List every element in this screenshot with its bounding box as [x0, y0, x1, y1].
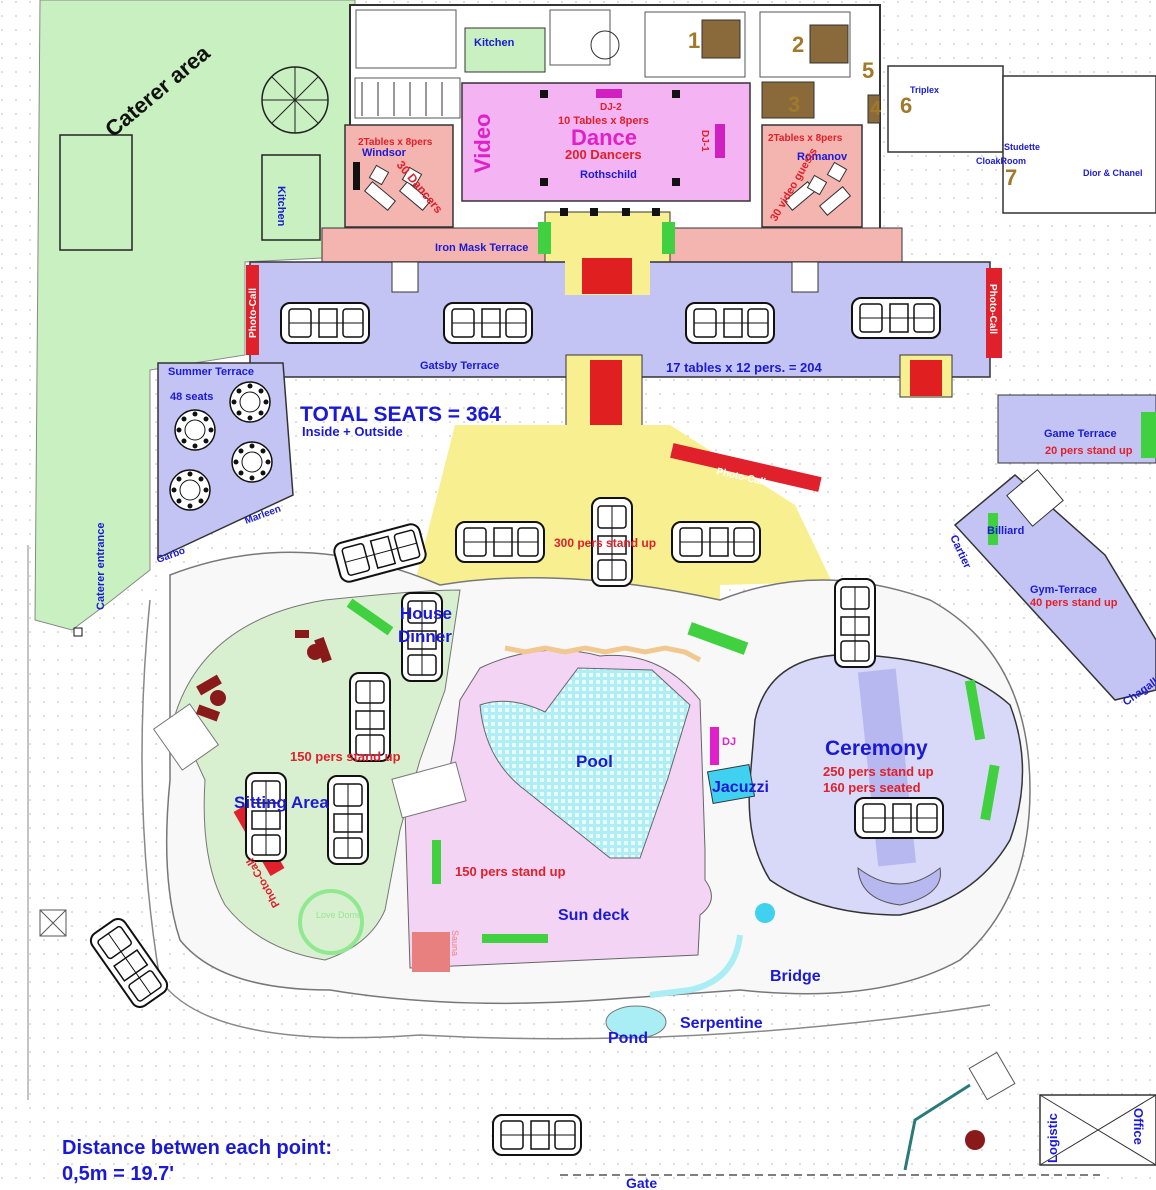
photo-call-left[interactable]: Photo-Call [248, 288, 259, 338]
gym-stand-label: 40 pers stand up [1030, 597, 1118, 609]
dinner-label: Dinner [398, 627, 452, 646]
room-number-4: 4 [870, 98, 882, 120]
summer-terrace-label: Summer Terrace [168, 366, 254, 378]
summer-terrace-title: Summer Terrace [168, 366, 254, 378]
sauna-label: Sauna [450, 930, 460, 956]
romanov-label: Romanov [797, 151, 848, 163]
dance-count-label: 200 Dancers [565, 147, 642, 162]
video-label: Video [470, 113, 495, 173]
gatsby-tables-label: 17 tables x 12 pers. = 204 [666, 360, 823, 375]
jacuzzi-label: Jacuzzi [712, 779, 769, 796]
game-stand-label: 20 pers stand up [1045, 445, 1133, 457]
cloakroom-label: CloakRoom [976, 156, 1026, 166]
romanov-room [761, 124, 863, 228]
windsor-tables-label: 2Tables x 8pers [358, 137, 433, 148]
love-dome [298, 889, 364, 955]
pool-label: Pool [576, 752, 613, 771]
stand-150-sundeck-label: 150 pers stand up [455, 864, 566, 879]
kitchen-top-label: Kitchen [474, 37, 515, 49]
dj2-label: DJ-2 [600, 102, 622, 113]
room-number-1: 1 [688, 28, 700, 53]
photo-call-right[interactable]: Photo-Call [987, 284, 998, 334]
gate-label[interactable]: Gate [626, 1175, 657, 1190]
total-seats-label: TOTAL SEATS = 364 [300, 403, 501, 426]
game-terrace-label: Game Terrace [1044, 428, 1117, 440]
jacuzzi [706, 764, 756, 804]
ceremony-stand-label: 250 pers stand up [823, 764, 934, 779]
stand-300-label: 300 pers stand up [554, 536, 656, 550]
windsor-label: Windsor [362, 147, 407, 159]
inside-outside-label: Inside + Outside [302, 424, 403, 439]
stand-150-left-label: 150 pers stand up [290, 749, 401, 764]
summer-seats-label: 48 seats [170, 391, 213, 403]
room-number-2: 2 [792, 32, 804, 57]
bridge-label: Bridge [770, 968, 821, 985]
triplex-label: Triplex [910, 85, 939, 95]
room-number-7: 7 [1005, 165, 1017, 190]
gatsby-label: Gatsby Terrace [420, 360, 499, 372]
dance-tables-label: 10 Tables x 8pers [558, 115, 649, 127]
house-label: House [400, 604, 452, 623]
gazebo [261, 66, 329, 134]
dior-chanel-label: Dior & Chanel [1083, 168, 1143, 178]
sun-deck-label: Sun deck [558, 907, 629, 924]
pond-label: Pond [608, 1030, 648, 1047]
gym-terrace [953, 474, 1156, 701]
game-terrace [997, 394, 1156, 464]
romanov-tables-label: 2Tables x 8pers [768, 133, 843, 144]
studette-label: Studette [1004, 142, 1040, 152]
iron-mask-label: Iron Mask Terrace [435, 242, 528, 254]
caterer-entrance-label: Caterer entrance [95, 523, 107, 610]
sitting-area-label: Sitting Area [234, 793, 329, 812]
room-number-3: 3 [788, 92, 800, 117]
pond [605, 1005, 667, 1039]
pool [479, 667, 691, 859]
dj-label: DJ [722, 736, 736, 748]
love-dome-label: Love Dome [316, 910, 362, 920]
kitchen-left-room [261, 154, 321, 241]
logistic-label: Logistic [1045, 1113, 1060, 1163]
room-number-6: 6 [900, 93, 912, 118]
windsor-room [344, 124, 454, 228]
gym-terrace-label: Gym-Terrace [1030, 584, 1097, 596]
kitchen-top-room [464, 27, 546, 73]
room-number-5: 5 [862, 58, 874, 83]
ceremony-label: Ceremony [825, 737, 928, 760]
dance-room [461, 82, 751, 202]
office-label: Office [1131, 1108, 1146, 1145]
billiard-label: Billiard [987, 525, 1024, 537]
rothschild-label: Rothschild [580, 169, 637, 181]
distance-line1: Distance betwen each point: [62, 1137, 332, 1159]
dance-label: Dance [571, 125, 637, 150]
kitchen-left-label: Kitchen [275, 186, 287, 227]
dj1-label: DJ-1 [699, 130, 710, 152]
serpentine-label: Serpentine [680, 1015, 763, 1032]
ceremony-seated-label: 160 pers seated [823, 780, 921, 795]
distance-line2: 0,5m = 19.7' [62, 1163, 174, 1185]
